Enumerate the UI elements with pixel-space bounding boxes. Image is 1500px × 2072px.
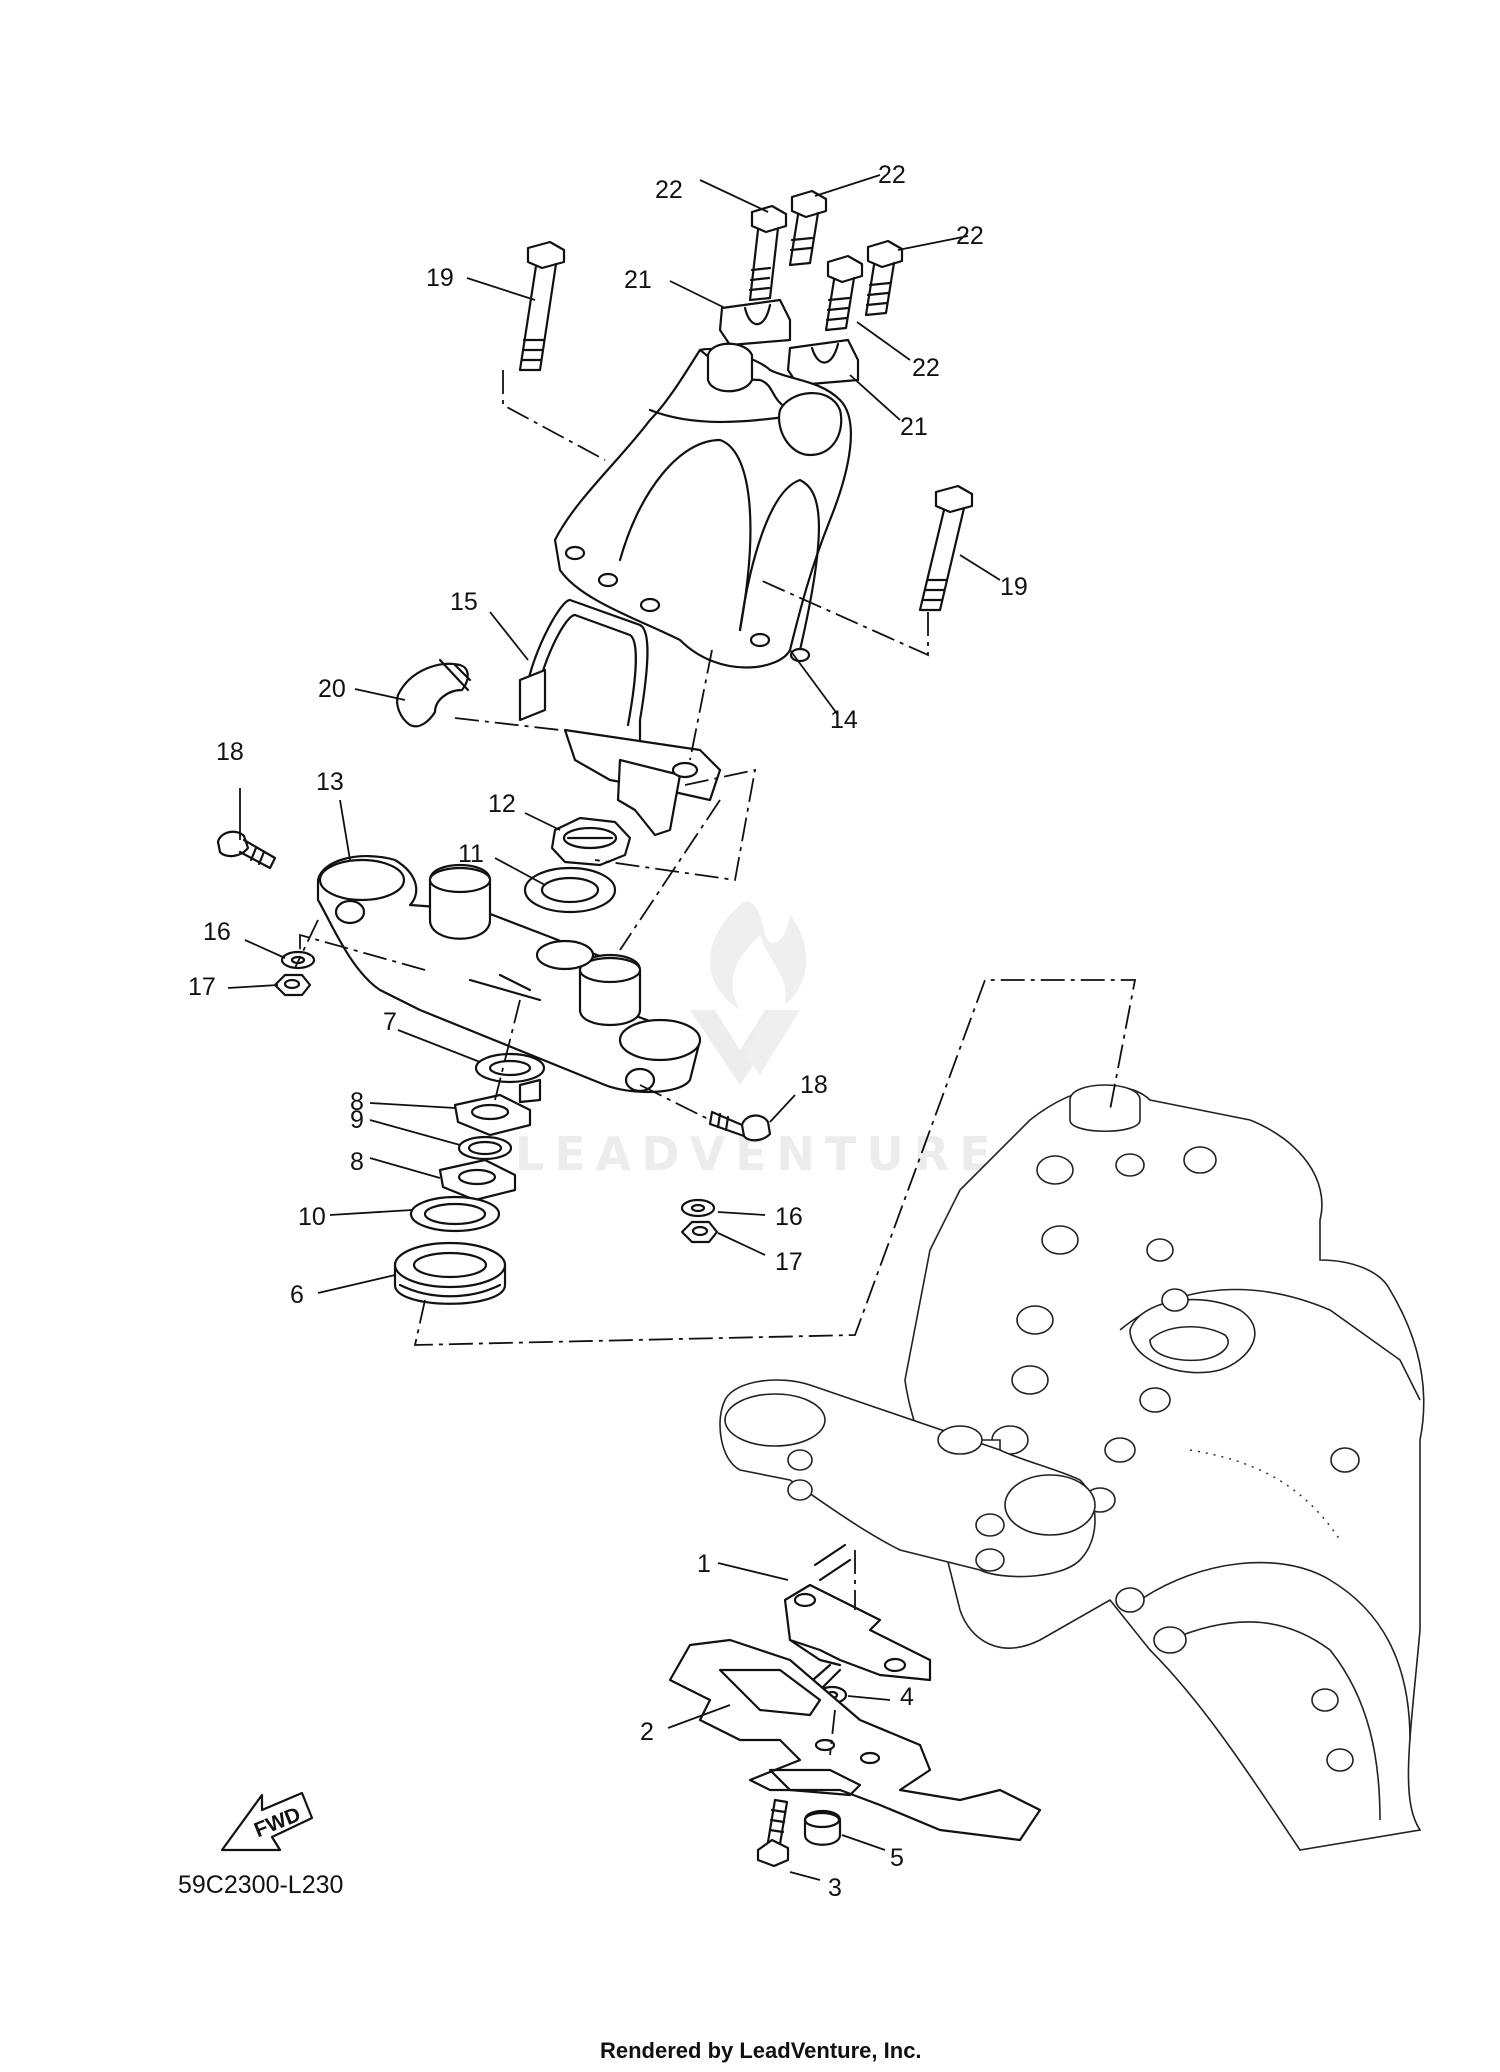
bolt-22-b (788, 189, 828, 267)
callout-6: 6 (290, 1281, 304, 1309)
callout-14: 14 (830, 706, 858, 734)
cable-guide-15 (518, 598, 722, 837)
callout-19-a: 19 (426, 264, 454, 292)
callout-10: 10 (298, 1203, 326, 1231)
bolt-19-b (918, 484, 974, 612)
callout-17-a: 17 (188, 973, 216, 1001)
callout-21-b: 21 (900, 413, 928, 441)
frame-ghost (719, 1084, 1425, 1851)
bolt-22-a (748, 204, 788, 302)
callout-3: 3 (828, 1874, 842, 1902)
callout-22-d: 22 (912, 354, 940, 382)
callout-5: 5 (890, 1844, 904, 1872)
callout-17-b: 17 (775, 1248, 803, 1276)
footer-credit: Rendered by LeadVenture, Inc. (600, 2038, 922, 2063)
nut-17-b (680, 1220, 719, 1244)
bolt-18-b (708, 1110, 772, 1142)
callout-9: 9 (350, 1106, 364, 1134)
collar-5 (803, 1809, 842, 1846)
ring-nut-8-a (453, 1093, 532, 1137)
washer-11 (523, 866, 617, 914)
frame-bolts (981, 1146, 1360, 1772)
callout-1: 1 (697, 1550, 711, 1578)
callout-leaders (227, 174, 1001, 1881)
handlebar-holder-21-a (718, 298, 792, 347)
callout-8-a: 8 (350, 1088, 364, 1116)
callout-11: 11 (458, 840, 484, 868)
diagram-code: 59C2300-L230 (178, 1871, 343, 1899)
bolt-19-a (518, 240, 566, 372)
nut-17-a (273, 973, 312, 997)
washer-16-b (680, 1198, 716, 1218)
callout-numbers: 22 22 22 22 21 21 19 19 15 14 20 12 11 1… (188, 161, 1028, 1902)
callout-22-a: 22 (655, 176, 683, 204)
callout-13: 13 (316, 768, 344, 796)
watermark-logo (690, 901, 807, 1085)
bearing-6 (393, 1241, 507, 1305)
bolt-18-a (216, 830, 277, 870)
fwd-arrow-icon: FWD (220, 1791, 314, 1852)
plate-2 (668, 1638, 1042, 1842)
callout-22-c: 22 (956, 222, 984, 250)
handlebar-holder-21-b (786, 338, 860, 387)
callout-15: 15 (450, 588, 478, 616)
callout-4: 4 (900, 1683, 914, 1711)
lock-washer-9 (457, 1135, 513, 1161)
callout-18-a: 18 (216, 738, 244, 766)
callout-22-b: 22 (878, 161, 906, 189)
bolt-22-c (824, 254, 864, 332)
callout-21-a: 21 (624, 266, 652, 294)
bolt-22-d (864, 239, 904, 317)
callout-8-b: 8 (350, 1148, 364, 1176)
bolt-3 (756, 1798, 790, 1868)
upper-triple-clamp-13 (316, 855, 702, 1093)
assembly-centerlines (294, 370, 1137, 1756)
steering-stem-nut-12 (550, 816, 632, 867)
callout-7: 7 (383, 1008, 397, 1036)
clamp-20 (396, 658, 472, 728)
callout-16-b: 16 (775, 1203, 803, 1231)
ring-nut-8-b (438, 1158, 517, 1202)
callout-19-b: 19 (1000, 573, 1028, 601)
dust-seal-10 (409, 1195, 501, 1233)
callout-18-b: 18 (800, 1071, 828, 1099)
callout-20: 20 (318, 675, 346, 703)
upper-bracket-14 (553, 342, 852, 669)
callout-12: 12 (488, 790, 516, 818)
callout-2: 2 (640, 1718, 654, 1746)
washer-7 (474, 1052, 546, 1104)
callout-16-a: 16 (203, 918, 231, 946)
